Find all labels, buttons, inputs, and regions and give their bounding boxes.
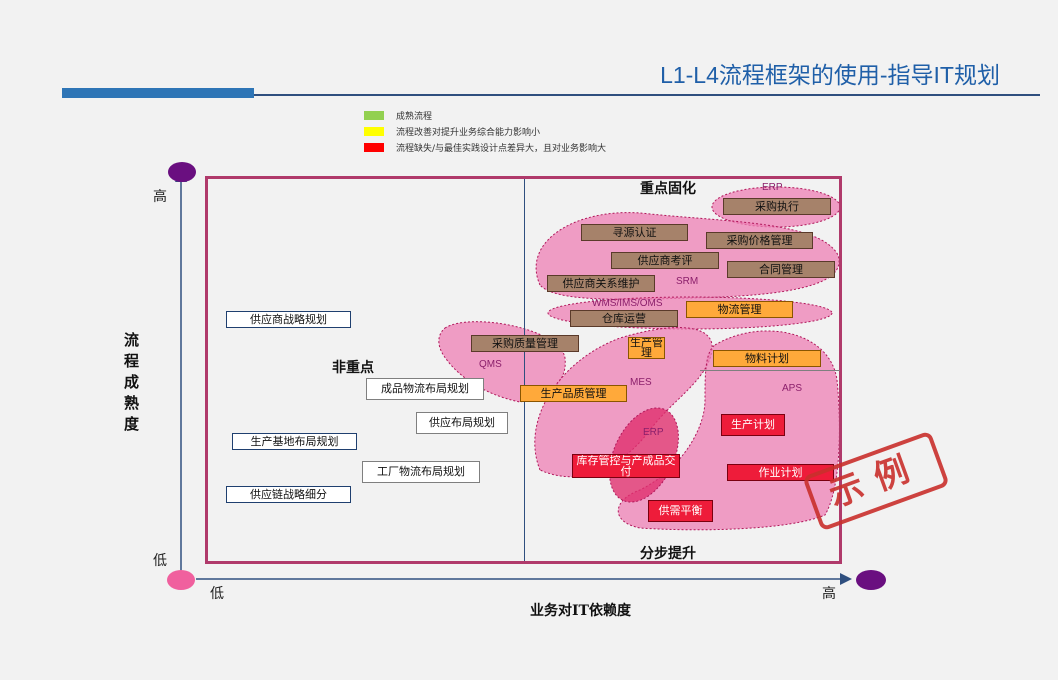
y-high-circle: [168, 162, 196, 182]
process-box: 采购质量管理: [471, 335, 579, 352]
process-box: 供需平衡: [648, 500, 713, 522]
legend-item-mature: 成熟流程: [364, 109, 433, 122]
system-label-srm: SRM: [676, 276, 699, 287]
system-label-aps: APS: [782, 383, 803, 394]
system-label-erp-bottom: ERP: [643, 427, 664, 438]
process-box: 合同管理: [727, 261, 835, 278]
process-box: 生产品质管理: [520, 385, 627, 402]
legend-label: 流程改善对提升业务综合能力影响小: [396, 127, 541, 138]
legend-item-minor: 流程改善对提升业务综合能力影响小: [364, 125, 541, 138]
quadrant-label-top-right: 重点固化: [640, 181, 696, 197]
process-box: 物流管理: [686, 301, 793, 318]
process-box: 仓库运营: [570, 310, 678, 327]
legend-swatch-green: [364, 110, 384, 120]
process-box: 供应商考评: [611, 252, 719, 269]
quadrant-label-left: 非重点: [332, 360, 374, 376]
quadrant-label-bottom-right: 分步提升: [640, 546, 696, 562]
process-box: 作业计划: [727, 464, 834, 481]
process-box: 物料计划: [713, 350, 821, 367]
quadrant-divider-vertical: [524, 179, 525, 561]
region-mes: [534, 327, 713, 478]
x-axis-title: 业务对IT依赖度: [530, 603, 631, 619]
process-box: 供应布局规划: [416, 412, 508, 434]
process-box: 成品物流布局规划: [366, 378, 484, 400]
system-label-erp-top: ERP: [762, 182, 783, 193]
legend-swatch-red: [364, 142, 384, 152]
process-box: 采购价格管理: [706, 232, 813, 249]
origin-circle: [167, 570, 195, 590]
system-label-mes: MES: [630, 377, 652, 388]
process-box: 生产计划: [721, 414, 785, 436]
process-box: 供应链战略细分: [226, 486, 351, 503]
process-box: 库存管控与产成品交付: [572, 454, 680, 478]
process-box: 生产管理: [628, 337, 665, 359]
system-label-qms: QMS: [479, 359, 502, 370]
legend-swatch-yellow: [364, 126, 384, 136]
x-low-label: 低: [210, 586, 224, 602]
legend-label: 成熟流程: [396, 111, 433, 122]
y-low-label: 低: [153, 553, 167, 569]
quadrant-divider-horizontal: [700, 370, 840, 371]
process-box: 寻源认证: [581, 224, 688, 241]
legend-label: 流程缺失/与最佳实践设计点差异大，且对业务影响大: [396, 143, 607, 154]
page-title: L1-L4流程框架的使用-指导IT规划: [660, 62, 1000, 88]
process-box: 供应商战略规划: [226, 311, 351, 328]
process-box: 生产基地布局规划: [232, 433, 357, 450]
x-high-label: 高: [822, 586, 836, 602]
y-axis-title: 流程成熟度: [124, 331, 140, 433]
title-accent-bar: [62, 88, 254, 98]
process-box: 供应商关系维护: [547, 275, 655, 292]
legend-item-gap: 流程缺失/与最佳实践设计点差异大，且对业务影响大: [364, 141, 607, 154]
y-high-label: 高: [153, 189, 167, 205]
system-label-wms: WMS/IMS/OMS: [592, 298, 663, 309]
process-box: 工厂物流布局规划: [362, 461, 480, 483]
process-box: 采购执行: [723, 198, 831, 215]
matrix-frame: [205, 176, 842, 564]
title-divider: [254, 94, 1040, 96]
x-high-circle: [856, 570, 886, 590]
